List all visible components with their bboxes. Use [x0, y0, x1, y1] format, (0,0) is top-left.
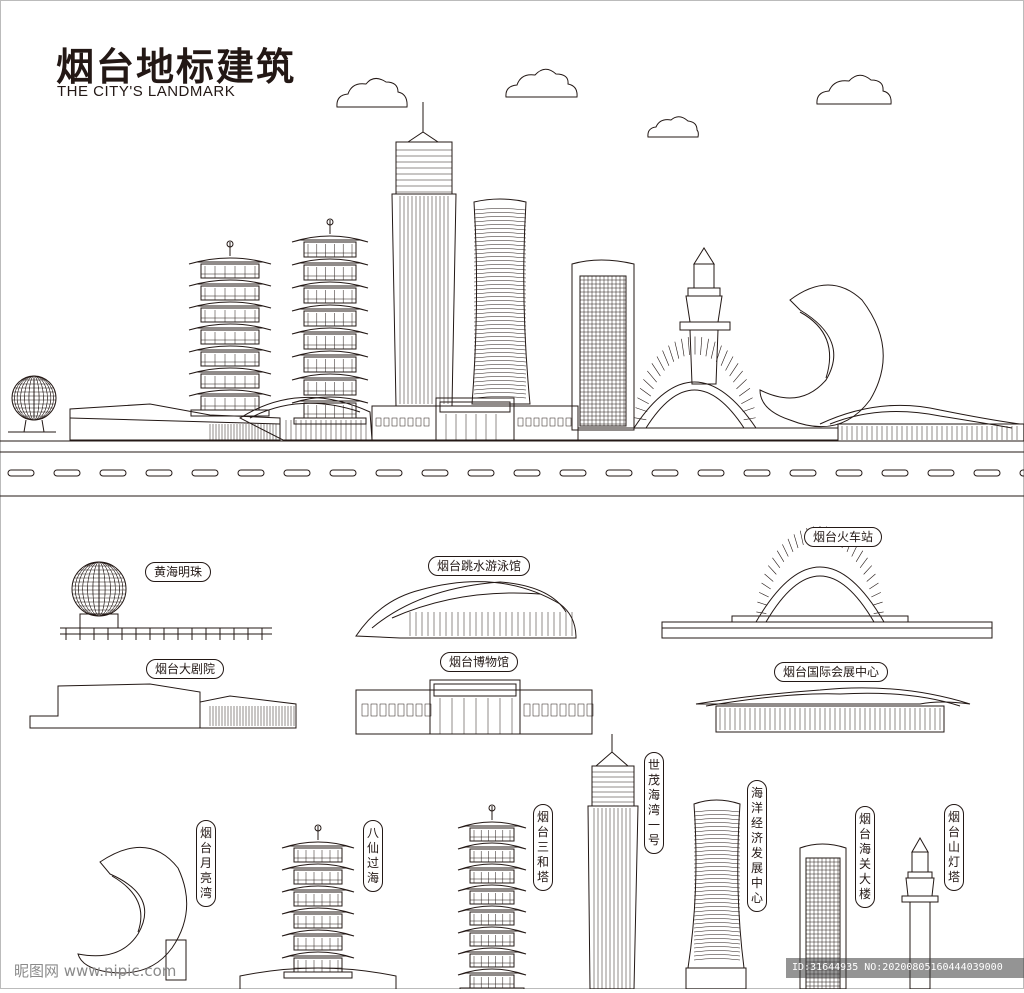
grand-theatre-gallery — [29, 683, 297, 729]
sanhe-pagoda-building — [291, 218, 369, 425]
label-train-station: 烟台火车站 — [804, 527, 883, 547]
baxian-pagoda-building — [188, 240, 272, 417]
baxian-pagoda-gallery — [239, 824, 397, 989]
label-baxian: 八仙过海 — [363, 820, 383, 892]
page-subtitle: THE CITY'S LANDMARK — [57, 83, 236, 100]
sanhe-pagoda-gallery — [457, 804, 527, 993]
road-dashes — [7, 469, 1024, 477]
shimao-tower-gallery — [587, 734, 639, 990]
label-sanhe-tower: 烟台三和塔 — [533, 804, 553, 891]
moon-bay-gallery — [77, 847, 188, 981]
cloud-icon — [336, 78, 408, 108]
expo-center-building — [819, 404, 1024, 442]
museum-gallery — [355, 679, 594, 735]
page-title: 烟台地标建筑 — [56, 45, 297, 89]
lighthouse-building — [679, 247, 731, 385]
cloud-icon — [816, 74, 892, 105]
label-ocean-center: 海洋经济发展中心 — [747, 780, 767, 912]
label-grand-theatre: 烟台大剧院 — [146, 659, 225, 679]
customs-building — [571, 259, 635, 431]
moon-bay-building — [759, 284, 884, 428]
label-expo-center: 烟台国际会展中心 — [774, 662, 889, 682]
label-lighthouse: 烟台山灯塔 — [944, 804, 964, 891]
label-huanghai-pearl: 黄海明珠 — [145, 562, 212, 582]
diving-pool-gallery — [355, 581, 577, 639]
train-station-gallery — [661, 526, 993, 639]
cloud-icon — [647, 116, 699, 138]
cloud-icon — [505, 68, 578, 98]
watermark-id: ID:31644935 NO:20200805160444039000 — [786, 958, 1024, 978]
label-diving-pool: 烟台跳水游泳馆 — [428, 556, 531, 576]
shimao-tower-building — [391, 102, 457, 407]
label-moon-bay: 烟台月亮湾 — [196, 820, 216, 907]
museum-building — [371, 397, 579, 441]
grand-theatre-building — [69, 403, 281, 441]
ocean-center-gallery — [685, 799, 747, 990]
watermark-site: 昵图网 www.nipic.com — [14, 962, 177, 980]
label-customs: 烟台海关大楼 — [855, 806, 875, 908]
label-museum: 烟台博物馆 — [440, 652, 519, 672]
huanghai-pearl-building — [8, 375, 57, 433]
diving-pool-building — [238, 396, 373, 441]
expo-center-gallery — [695, 687, 971, 733]
ocean-center-building — [471, 198, 531, 405]
huanghai-pearl-gallery — [60, 561, 272, 640]
label-shimao: 世茂海湾一号 — [644, 752, 664, 854]
